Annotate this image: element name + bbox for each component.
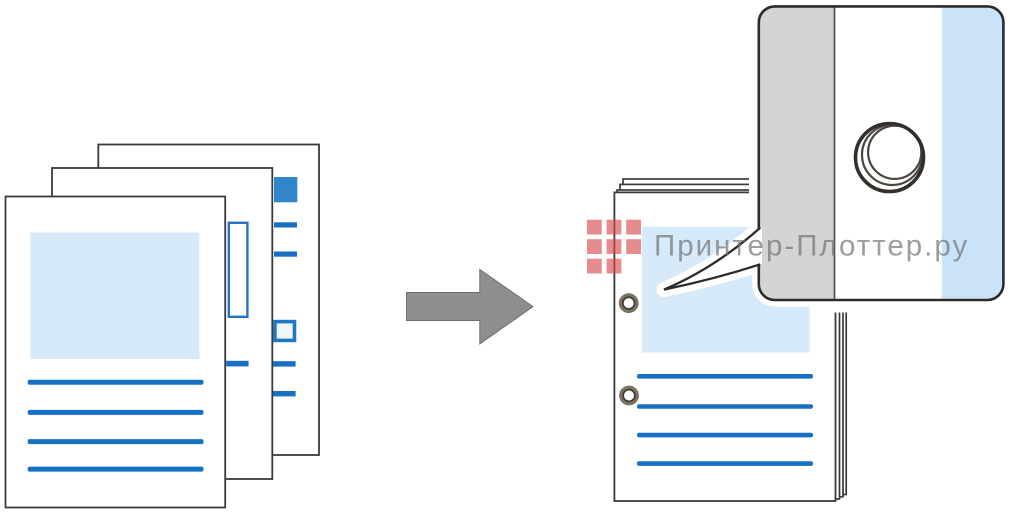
svg-text:Принтер-Плоттер.ру: Принтер-Плоттер.ру xyxy=(654,230,969,263)
